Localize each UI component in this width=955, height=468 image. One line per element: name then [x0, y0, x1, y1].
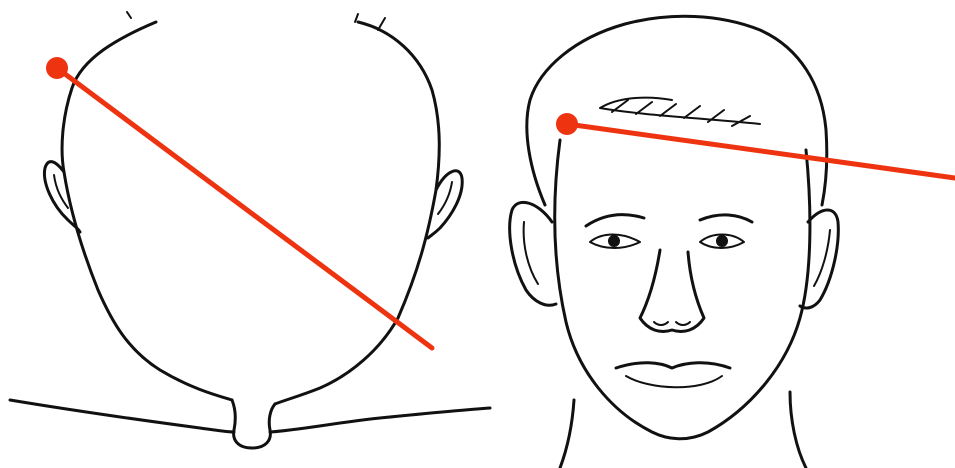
mouth-lower	[626, 376, 722, 387]
marker-dot-front	[556, 113, 578, 135]
nostrils	[654, 322, 690, 325]
neck-nape	[232, 400, 275, 448]
left-eyebrow	[586, 215, 644, 226]
neck-right	[790, 392, 806, 468]
neck-left	[560, 400, 574, 468]
shoulder-line-right	[270, 408, 490, 432]
face-outline	[555, 140, 810, 439]
back-of-head-panel	[10, 12, 490, 448]
right-pupil	[716, 235, 728, 247]
left-ear	[510, 202, 556, 305]
mouth-upper	[616, 363, 730, 368]
marker-line-back	[57, 68, 432, 348]
left-pupil	[608, 235, 620, 247]
nose	[640, 250, 704, 332]
hair-tuft-left	[127, 12, 131, 18]
shoulder-line-left	[10, 400, 234, 432]
hair-outline	[527, 16, 827, 205]
marker-dot-back	[46, 57, 68, 79]
right-eyebrow	[700, 215, 752, 222]
right-ear-inner	[438, 182, 452, 214]
front-face-panel	[510, 16, 955, 468]
left-ear-inner	[524, 222, 538, 284]
hair-fringe	[600, 98, 760, 126]
right-ear-inner	[814, 230, 830, 286]
marker-line-front	[567, 124, 955, 178]
